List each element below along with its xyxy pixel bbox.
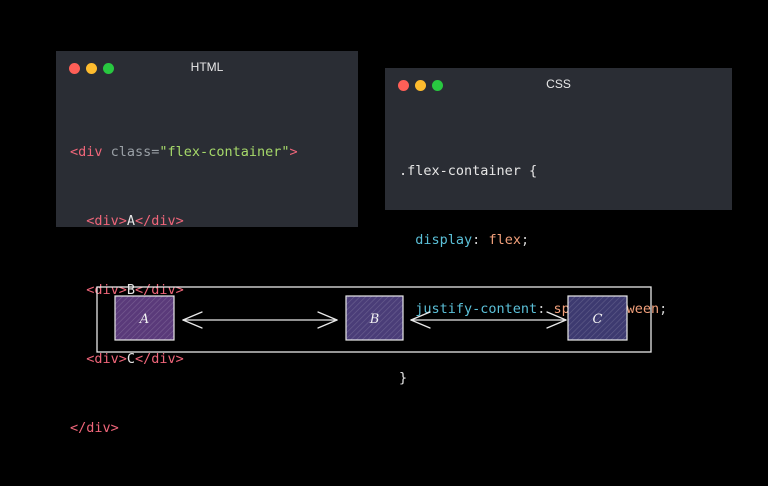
flex-item-b: B — [345, 295, 404, 341]
flex-item-a: A — [114, 295, 175, 341]
html-code-window: HTML <div class="flex-container"> <div>A… — [56, 51, 358, 436]
close-dot-icon — [69, 63, 80, 74]
flex-item-c: C — [567, 295, 628, 341]
minimize-dot-icon — [86, 63, 97, 74]
html-attr-value: "flex-container" — [159, 144, 290, 160]
hatch-overlay — [115, 296, 174, 340]
maximize-dot-icon — [103, 63, 114, 74]
css-semicolon: ; — [520, 232, 530, 248]
css-value: flex — [488, 232, 521, 248]
html-text: C — [126, 351, 136, 367]
html-tag-open: <div> — [86, 351, 127, 367]
html-window-title: HTML — [190, 60, 224, 74]
hatch-overlay — [568, 296, 627, 340]
html-tag-close: </div> — [135, 282, 184, 298]
code-line-2: <div>A</div> — [70, 210, 298, 233]
window-controls — [69, 63, 114, 74]
css-line-4: } — [399, 367, 667, 390]
space-arrow-b-c — [410, 311, 567, 329]
flex-item-b-label: B — [369, 312, 380, 327]
minimize-dot-icon — [415, 80, 426, 91]
html-tag-close: </div> — [135, 213, 184, 229]
hatch-overlay — [346, 296, 403, 340]
css-property: display — [415, 232, 473, 248]
html-text: A — [126, 213, 136, 229]
css-colon: : — [537, 301, 554, 317]
html-attr-name: class= — [110, 144, 160, 160]
maximize-dot-icon — [432, 80, 443, 91]
code-line-4: <div>C</div> — [70, 348, 298, 371]
html-tag-close: </div> — [135, 351, 184, 367]
html-tag-open: <div — [70, 144, 111, 160]
css-property: justify-content — [415, 301, 538, 317]
css-semicolon: ; — [659, 301, 668, 317]
css-line-2: display: flex; — [399, 229, 667, 252]
flex-container-outline — [96, 286, 652, 353]
css-line-1: .flex-container { — [399, 160, 667, 183]
css-colon: : — [472, 232, 489, 248]
css-selector: .flex-container { — [399, 163, 538, 179]
html-tag-close: > — [289, 144, 298, 160]
css-closing-brace: } — [399, 370, 408, 386]
flex-item-a-label: A — [139, 312, 149, 327]
space-arrow-a-b — [182, 311, 338, 329]
flex-item-c-label: C — [593, 312, 603, 327]
window-controls — [398, 80, 443, 91]
flex-diagram: A B C — [96, 286, 652, 353]
close-dot-icon — [398, 80, 409, 91]
html-text: B — [126, 282, 136, 298]
css-window-title: CSS — [546, 77, 571, 91]
html-tag-open: <div> — [86, 213, 127, 229]
code-line-1: <div class="flex-container"> — [70, 141, 298, 164]
html-code-block: <div class="flex-container"> <div>A</div… — [70, 95, 298, 486]
